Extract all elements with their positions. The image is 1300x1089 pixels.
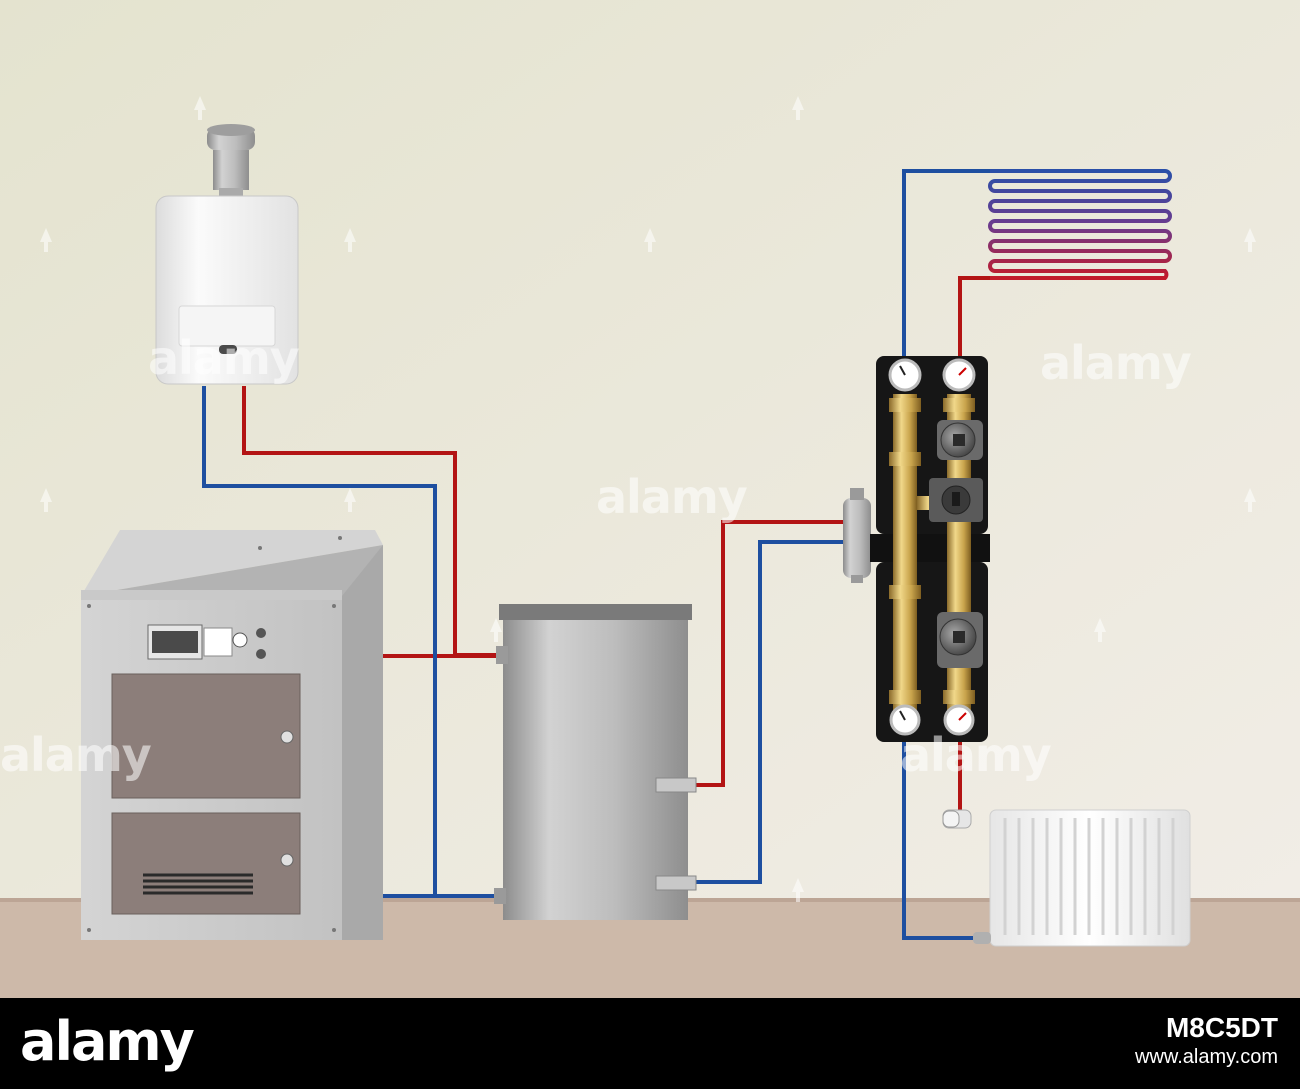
boiler-door-handle-icon xyxy=(280,730,294,744)
gauge-icon-top-right xyxy=(942,358,976,392)
flue-pipe xyxy=(213,150,249,190)
scene-canvas xyxy=(0,0,1300,998)
footer-url-link[interactable]: www.alamy.com xyxy=(1135,1046,1278,1068)
tank-body xyxy=(503,616,688,920)
gas-boiler-panel xyxy=(178,305,276,347)
pump-mixing-station xyxy=(843,356,990,742)
footer-bar: alamy M8C5DT www.alamy.com xyxy=(0,998,1300,1089)
wall-gas-boiler xyxy=(155,124,299,385)
circulation-pump-icon-lower xyxy=(937,612,983,668)
panel-radiator xyxy=(942,809,1191,947)
mixing-valve-actuator-icon xyxy=(929,478,983,522)
radiator-thermostatic-valve-icon xyxy=(942,810,960,828)
solid-fuel-boiler xyxy=(81,530,383,940)
buffer-tank xyxy=(494,604,697,920)
gas-boiler-body xyxy=(155,195,299,385)
circulation-pump-icon-upper xyxy=(937,420,983,460)
gauge-icon-bottom-right xyxy=(943,704,975,736)
manifold-crossbar xyxy=(870,534,990,562)
tank-lid xyxy=(499,604,692,620)
hot-pipe-tank-to-manifold xyxy=(688,520,845,787)
boiler-lower-door xyxy=(111,812,301,915)
boiler-thermometer-icon xyxy=(232,632,248,648)
hydraulic-separator xyxy=(843,498,871,578)
boiler-vent-grille xyxy=(143,873,253,895)
cold-pipe-floor-loop xyxy=(902,169,990,362)
footer-image-code: M8C5DT xyxy=(1165,1012,1278,1043)
underfloor-heating-coil xyxy=(988,169,1172,280)
cold-pipe-radiator xyxy=(902,742,975,940)
gauge-icon-top-left xyxy=(888,358,922,392)
footer-image-info: M8C5DT www.alamy.com xyxy=(1135,1012,1278,1070)
gauge-icon-bottom-left xyxy=(889,704,921,736)
hot-pipe-floor-loop xyxy=(958,276,990,362)
footer-logo[interactable]: alamy xyxy=(20,1010,195,1073)
boiler-knob-icon xyxy=(256,628,266,638)
gas-boiler-logo-icon xyxy=(219,345,237,354)
cold-pipe-tank-to-manifold xyxy=(688,540,845,884)
boiler-upper-door xyxy=(111,673,301,799)
